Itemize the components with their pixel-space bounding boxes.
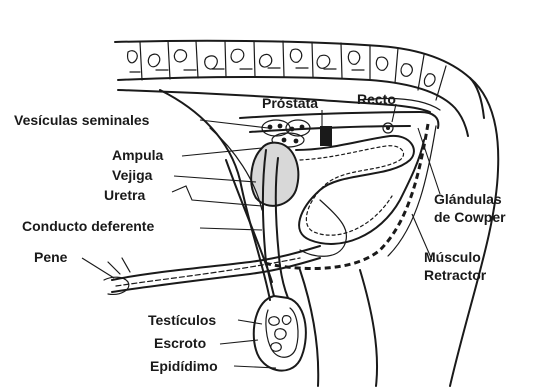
label-de-cowper: de Cowper: [434, 209, 506, 225]
penis: [104, 246, 320, 294]
label-vejiga: Vejiga: [112, 167, 153, 183]
label-testiculos: Testículos: [148, 312, 216, 328]
leader-lines: [82, 104, 440, 368]
label-retractor: Retractor: [424, 267, 487, 283]
label-uretra: Uretra: [104, 187, 145, 203]
label-ampula: Ampula: [112, 147, 164, 163]
label-conducto-deferente: Conducto deferente: [22, 218, 154, 234]
label-pene: Pene: [34, 249, 68, 265]
spine: [115, 41, 484, 136]
scrotum: [254, 296, 306, 371]
label-recto: Recto: [357, 91, 396, 107]
label-prostata: Próstata: [262, 95, 318, 111]
label-escroto: Escroto: [154, 335, 206, 351]
labels: Próstata Recto Vesículas seminales Ampul…: [14, 91, 506, 374]
label-epididimo: Epidídimo: [150, 358, 218, 374]
label-musculo: Músculo: [424, 249, 481, 265]
label-glandulas: Glándulas: [434, 191, 502, 207]
urethra-sigmoid: [296, 136, 424, 256]
label-vesiculas-seminales: Vesículas seminales: [14, 112, 150, 128]
